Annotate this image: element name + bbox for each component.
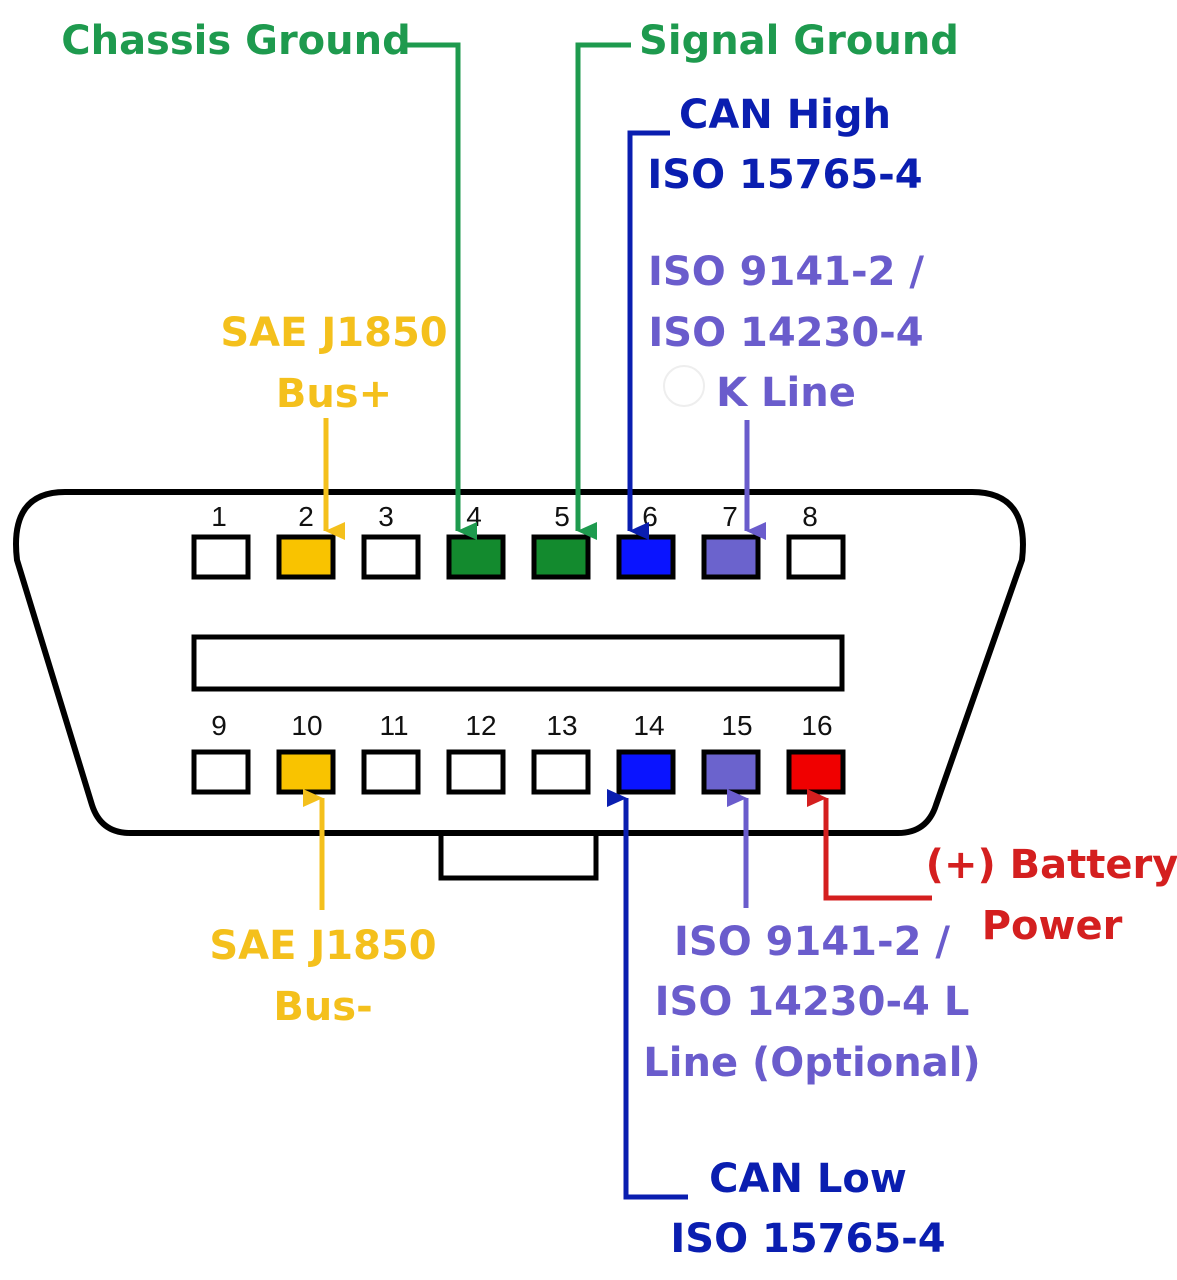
pin-15 [701, 749, 761, 795]
connector-key-tab [438, 836, 599, 881]
pin-numbers-bottom: 9 10 11 12 13 14 15 16 [211, 710, 832, 741]
can-low-leader [607, 789, 688, 1200]
can-low-label-line2: ISO 15765-4 [670, 1216, 945, 1262]
pin-1 [191, 534, 251, 580]
pin-3 [361, 534, 421, 580]
pin-2 [276, 534, 336, 580]
pin-number: 5 [554, 501, 570, 532]
pin-number: 4 [466, 501, 482, 532]
pin-number: 16 [801, 710, 832, 741]
pin-number: 9 [211, 710, 227, 741]
pin-number: 3 [378, 501, 394, 532]
faint-circle-mark [663, 365, 705, 407]
pin-number: 11 [379, 710, 408, 741]
signal-ground-leader [575, 42, 631, 540]
pin-number: 6 [642, 501, 658, 532]
pin-9 [191, 749, 251, 795]
pin-number: 8 [802, 501, 818, 532]
pin-number: 14 [633, 710, 664, 741]
battery-label-line1: (+) Battery [926, 842, 1177, 888]
pin-row-top [191, 534, 846, 580]
pin-16 [786, 749, 846, 795]
battery-leader [807, 789, 932, 901]
pin-13 [531, 749, 591, 795]
pin-11 [361, 749, 421, 795]
pin-12 [446, 749, 506, 795]
j1850-minus-label-line2: Bus- [273, 984, 372, 1030]
k-line-label-line3: K Line [716, 370, 856, 416]
center-slot [191, 634, 845, 692]
pin-number: 7 [722, 501, 738, 532]
pin-7 [701, 534, 761, 580]
chassis-ground-leader [406, 42, 477, 540]
pin-numbers-top: 1 2 3 4 5 6 7 8 [211, 501, 818, 532]
pin-14 [616, 749, 676, 795]
pin-5 [531, 534, 591, 580]
can-low-label-line1: CAN Low [709, 1156, 907, 1202]
j1850-plus-label-line1: SAE J1850 [220, 310, 447, 356]
pin-6 [616, 534, 676, 580]
k-line-label-line2: ISO 14230-4 [648, 310, 923, 356]
l-line-label-line2: ISO 14230-4 L [655, 979, 970, 1025]
chassis-ground-label: Chassis Ground [61, 18, 411, 64]
pin-row-bottom [191, 749, 846, 795]
pin-number: 1 [211, 501, 227, 532]
l-line-label-line3: Line (Optional) [643, 1040, 980, 1086]
j1850-plus-label-line2: Bus+ [276, 371, 392, 417]
pin-8 [786, 534, 846, 580]
pin-number: 10 [291, 710, 322, 741]
l-line-label-line1: ISO 9141-2 / [674, 919, 950, 965]
can-high-label-line2: ISO 15765-4 [647, 152, 922, 198]
pin-number: 15 [721, 710, 752, 741]
pin-number: 12 [465, 710, 496, 741]
j1850-minus-label-line1: SAE J1850 [209, 923, 436, 969]
signal-ground-label: Signal Ground [639, 18, 959, 64]
pin-10 [276, 749, 336, 795]
pin-number: 13 [546, 710, 577, 741]
can-high-leader [627, 130, 670, 540]
can-high-label-line1: CAN High [679, 92, 891, 138]
k-line-label-line1: ISO 9141-2 / [648, 249, 924, 295]
battery-label-line2: Power [982, 903, 1123, 949]
pin-4 [446, 534, 506, 580]
pin-number: 2 [298, 501, 314, 532]
